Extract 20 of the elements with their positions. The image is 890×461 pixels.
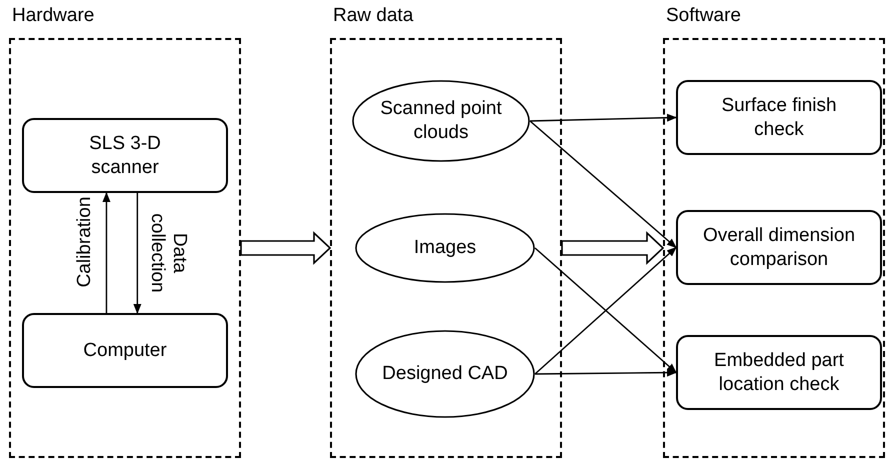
edge-label: Data collection	[146, 212, 190, 295]
arrow	[530, 120, 677, 248]
block-arrow	[561, 231, 664, 265]
ellipse-node: Images	[355, 213, 535, 283]
panel-title: Software	[666, 4, 741, 28]
arrow	[102, 192, 110, 313]
arrow	[535, 368, 677, 377]
panel-title: Hardware	[12, 4, 94, 28]
ellipse-node: Designed CAD	[355, 330, 535, 418]
process-box: Embedded part location check	[676, 335, 882, 410]
process-box: Surface finish check	[676, 80, 882, 155]
process-box: SLS 3-D scanner	[22, 118, 228, 193]
edge-label: Calibration	[74, 196, 96, 290]
arrow	[530, 114, 677, 122]
process-box: Computer	[22, 313, 228, 388]
block-arrow	[240, 231, 332, 265]
arrow	[133, 193, 142, 314]
panel-title: Raw data	[333, 4, 414, 28]
process-box: Overall dimension comparison	[676, 210, 882, 285]
ellipse-node: Scanned point clouds	[352, 80, 530, 162]
